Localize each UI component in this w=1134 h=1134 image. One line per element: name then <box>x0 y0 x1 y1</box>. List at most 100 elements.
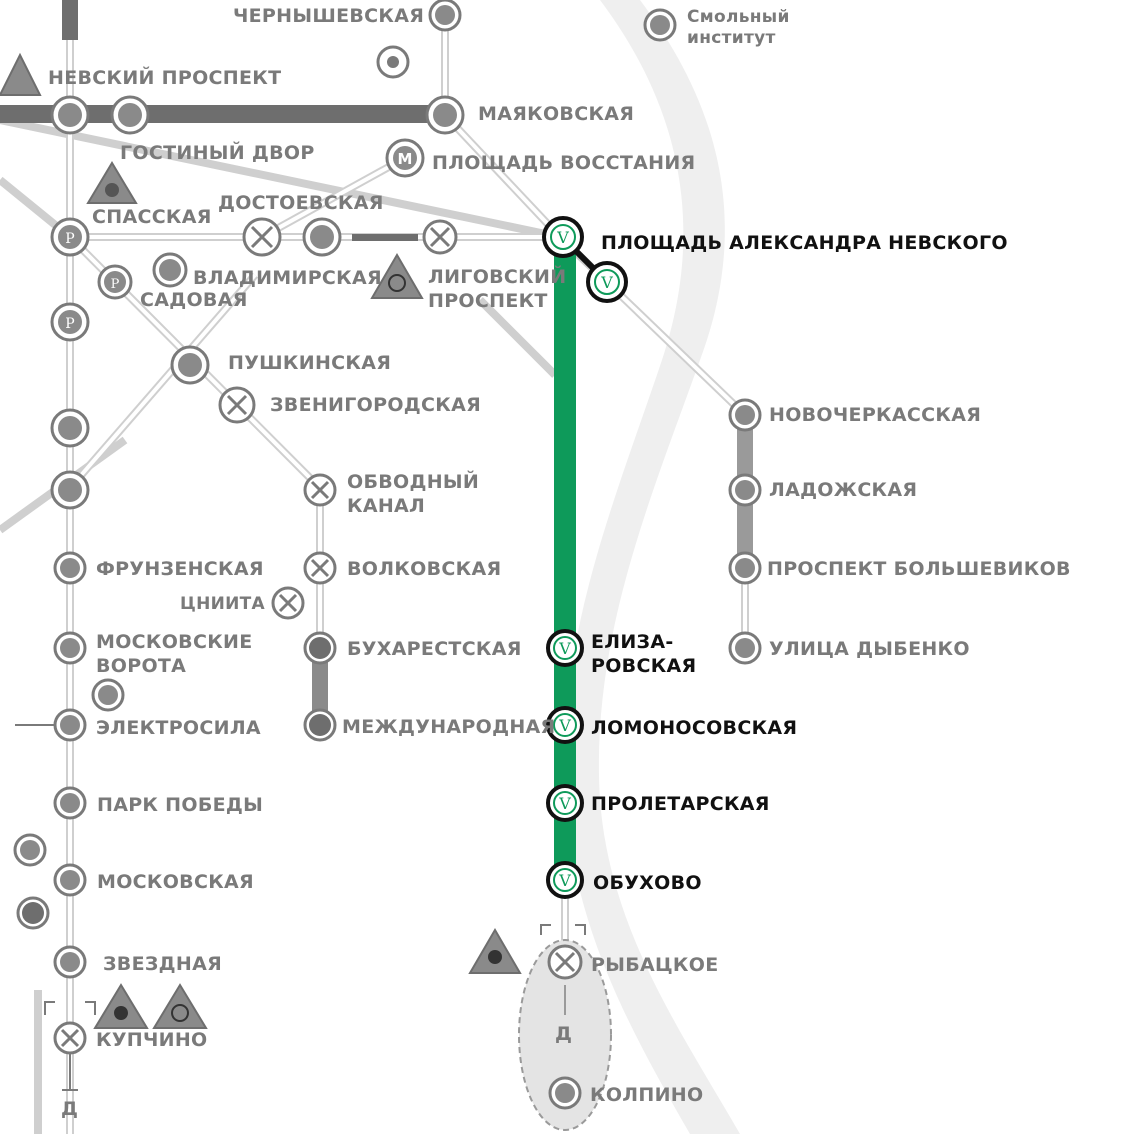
label-kupchino: КУПЧИНО <box>96 1029 208 1051</box>
station-novocherkasskaya[interactable] <box>728 398 762 432</box>
station-vladimirskaya[interactable] <box>152 252 188 288</box>
station-chernyshevskaya[interactable] <box>428 0 462 32</box>
green-stations[interactable]: V V V V V V <box>542 216 628 899</box>
label-ligovsky-1: ЛИГОВСКИЙ <box>428 265 566 288</box>
label-pushkinskaya: ПУШКИНСКАЯ <box>228 352 391 374</box>
label-mayakovskaya: МАЯКОВСКАЯ <box>478 103 634 125</box>
station-tekhnolog-2[interactable] <box>50 470 90 510</box>
closed-stations[interactable] <box>53 217 583 1055</box>
station-side-upper[interactable] <box>13 833 47 867</box>
label-obvodny-1: ОБВОДНЫЙ <box>347 470 479 493</box>
label-zvezdnaya: ЗВЕЗДНАЯ <box>103 953 222 975</box>
label-novocherkasskaya: НОВОЧЕРКАССКАЯ <box>769 404 981 426</box>
station-ligovsky[interactable] <box>422 219 458 255</box>
label-elizarovskaya-1: ЕЛИЗА- <box>591 631 674 653</box>
station-smolny[interactable] <box>643 8 677 42</box>
station-nevsky[interactable] <box>50 95 90 135</box>
metro-m-icon: M <box>398 150 413 168</box>
station-volkovskaya[interactable] <box>303 551 337 585</box>
station-elektrosila[interactable] <box>53 708 87 742</box>
svg-text:V: V <box>600 273 613 292</box>
label-chernyshevskaya: ЧЕРНЫШЕВСКАЯ <box>233 5 424 27</box>
svg-text:V: V <box>558 639 571 658</box>
station-dybenko[interactable] <box>728 631 762 665</box>
label-dostoevskaya: ДОСТОЕВСКАЯ <box>218 192 384 214</box>
label-kolpino: КОЛПИНО <box>590 1084 703 1106</box>
station-ladozhskaya[interactable] <box>728 473 762 507</box>
station-side-stop[interactable] <box>376 45 410 79</box>
station-tsniita[interactable] <box>271 586 305 620</box>
station-tekhnolog-1[interactable] <box>50 408 90 448</box>
dark-line-bukharestskaya <box>312 648 328 728</box>
label-spasskaya: СПАССКАЯ <box>92 206 212 228</box>
dark-line-dostoevskaya <box>352 234 418 241</box>
station-proletarskaya[interactable]: V <box>546 784 584 822</box>
station-labels: ЧЕРНЫШЕВСКАЯ Смольный институт НЕВСКИЙ П… <box>48 5 1071 1120</box>
station-park-pobedy[interactable] <box>53 786 87 820</box>
label-ligovsky-2: ПРОСПЕКТ <box>428 290 548 312</box>
label-alexander-nevsky: ПЛОЩАДЬ АЛЕКСАНДРА НЕВСКОГО <box>601 232 1008 254</box>
label-frunzenskaya: ФРУНЗЕНСКАЯ <box>96 558 264 580</box>
station-kolpino[interactable] <box>548 1076 582 1110</box>
station-dostoevskaya-closed[interactable] <box>242 217 282 257</box>
station-vosstaniya[interactable]: M <box>385 138 425 178</box>
label-ladozhskaya: ЛАДОЖСКАЯ <box>769 479 917 501</box>
label-zvenigorodskaya: ЗВЕНИГОРОДСКАЯ <box>270 394 481 416</box>
station-lomonosovskaya[interactable]: V <box>546 706 584 744</box>
station-rybatskoe[interactable] <box>547 944 583 980</box>
label-bolshevikov: ПРОСПЕКТ БОЛЬШЕВИКОВ <box>767 558 1071 580</box>
station-frunzenskaya[interactable] <box>53 551 87 585</box>
station-pushkinskaya[interactable] <box>170 345 210 385</box>
label-elektrosila: ЭЛЕКТРОСИЛА <box>96 717 261 739</box>
label-smolny-2: институт <box>687 28 776 48</box>
station-obukhovo[interactable]: V <box>546 861 584 899</box>
station-spasskaya[interactable]: Р <box>50 217 90 257</box>
station-elektrosila-side[interactable] <box>91 678 125 712</box>
label-park-pobedy: ПАРК ПОБЕДЫ <box>97 794 263 816</box>
station-mayakovskaya[interactable] <box>425 95 465 135</box>
station-moskovskaya[interactable] <box>53 863 87 897</box>
label-nevsky: НЕВСКИЙ ПРОСПЕКТ <box>48 66 281 89</box>
label-mezhdunarodnaya: МЕЖДУНАРОДНАЯ <box>342 716 555 738</box>
station-elizarovskaya[interactable]: V <box>546 629 584 667</box>
label-vosstaniya: ПЛОЩАДЬ ВОССТАНИЯ <box>432 152 695 174</box>
svg-text:V: V <box>558 716 571 735</box>
station-zvezdnaya[interactable] <box>53 945 87 979</box>
label-volkovskaya: ВОЛКОВСКАЯ <box>347 558 501 580</box>
label-elizarovskaya-2: РОВСКАЯ <box>591 655 696 677</box>
svg-text:Р: Р <box>65 316 74 332</box>
station-sadovaya[interactable]: Р <box>97 264 133 300</box>
label-moskovskie-vorota-1: МОСКОВСКИЕ <box>96 631 253 653</box>
station-mezhdunarodnaya[interactable] <box>303 708 337 742</box>
station-bukharestskaya[interactable] <box>303 631 337 665</box>
label-depot-rybatskoe: Д <box>555 1023 572 1045</box>
station-bolshevikov[interactable] <box>728 551 762 585</box>
svg-text:V: V <box>558 871 571 890</box>
station-moskovskie-vorota[interactable] <box>53 631 87 665</box>
label-sadovaya: САДОВАЯ <box>140 289 248 311</box>
label-vladimirskaya: ВЛАДИМИРСКАЯ <box>193 267 382 289</box>
station-alexander-nevsky-1[interactable]: V <box>542 216 584 258</box>
station-alexander-nevsky-2[interactable]: V <box>586 261 628 303</box>
depot-markers <box>15 724 586 1091</box>
label-depot-kupchino: Д <box>61 1098 78 1120</box>
label-dybenko: УЛИЦА ДЫБЕНКО <box>769 638 970 660</box>
label-gostiny: ГОСТИНЫЙ ДВОР <box>120 141 315 164</box>
label-obvodny-2: КАНАЛ <box>347 495 425 517</box>
label-moskovskie-vorota-2: ВОРОТА <box>96 655 186 677</box>
label-proletarskaya: ПРОЛЕТАРСКАЯ <box>591 793 770 815</box>
river <box>563 0 740 1134</box>
station-side-lower[interactable] <box>16 896 50 930</box>
station-sennaya[interactable]: Р <box>50 302 90 342</box>
station-kupchino[interactable] <box>53 1021 87 1055</box>
kolpino-zone <box>518 939 612 1131</box>
station-gostiny[interactable] <box>110 95 150 135</box>
label-lomonosovskaya: ЛОМОНОСОВСКАЯ <box>591 717 797 739</box>
radiation-hazard-icon <box>0 52 522 1029</box>
station-zvenigorodskaya[interactable] <box>218 386 256 424</box>
station-dostoevskaya[interactable] <box>302 217 342 257</box>
station-obvodny[interactable] <box>303 473 337 507</box>
station-icons[interactable]: M Р Р Р <box>13 0 762 1110</box>
svg-text:V: V <box>558 794 571 813</box>
